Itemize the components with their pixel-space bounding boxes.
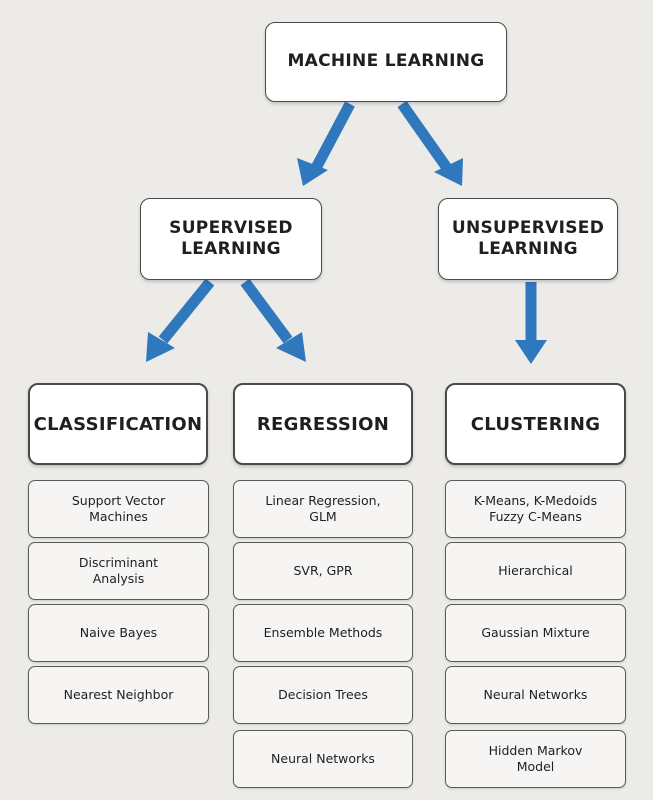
regression-item: Decision Trees [233,666,413,724]
clustering-item: Hierarchical [445,542,626,600]
unsupervised-learning-node: UNSUPERVISED LEARNING [438,198,618,280]
item-label: Hidden Markov Model [488,743,583,774]
classification-item: Support Vector Machines [28,480,209,538]
item-label: Ensemble Methods [263,625,383,641]
regression-item: Ensemble Methods [233,604,413,662]
machine-learning-label: MACHINE LEARNING [287,51,485,72]
regression-node: REGRESSION [233,383,413,465]
regression-label: REGRESSION [256,413,390,435]
arrowhead-supervised-to-regression [276,332,306,362]
arrowhead-root-to-unsupervised [434,158,463,186]
item-label: Decision Trees [278,687,368,703]
classification-node: CLASSIFICATION [28,383,208,465]
arrow-root-to-supervised [311,101,355,171]
clustering-node: CLUSTERING [445,383,626,465]
classification-item: Nearest Neighbor [28,666,209,724]
unsupervised-label-line2: LEARNING [478,239,578,259]
supervised-label-line1: SUPERVISED [169,217,293,238]
clustering-item: Gaussian Mixture [445,604,626,662]
item-label: Hierarchical [498,563,573,579]
arrow-supervised-to-classification [158,278,215,344]
arrow-root-to-unsupervised [397,100,452,172]
item-label: Linear Regression, GLM [265,493,381,524]
item-label: K-Means, K-Medoids Fuzzy C-Means [473,493,598,524]
item-label: Naive Bayes [79,625,158,641]
unsupervised-label-line1: UNSUPERVISED [451,217,605,238]
item-label: Nearest Neighbor [63,687,174,703]
machine-learning-node: MACHINE LEARNING [265,22,507,102]
arrowhead-unsupervised-to-clustering [515,340,547,364]
classification-label: CLASSIFICATION [33,413,203,435]
clustering-item: K-Means, K-Medoids Fuzzy C-Means [445,480,626,538]
item-label: Support Vector Machines [71,493,166,524]
supervised-learning-node: SUPERVISED LEARNING [140,198,322,280]
item-label: Gaussian Mixture [481,625,590,641]
item-label: Neural Networks [271,751,375,767]
arrowhead-root-to-supervised [297,158,328,186]
clustering-label: CLUSTERING [470,413,601,435]
item-label: SVR, GPR [293,563,353,579]
supervised-label-line2: LEARNING [181,239,281,259]
arrowhead-supervised-to-classification [146,332,175,362]
regression-item: Linear Regression, GLM [233,480,413,538]
item-label: Neural Networks [483,687,588,703]
classification-item: Naive Bayes [28,604,209,662]
clustering-item: Hidden Markov Model [445,730,626,788]
classification-item: Discriminant Analysis [28,542,209,600]
arrow-supervised-to-regression [240,278,293,344]
regression-item: SVR, GPR [233,542,413,600]
clustering-item: Neural Networks [445,666,626,724]
regression-item: Neural Networks [233,730,413,788]
item-label: Discriminant Analysis [78,555,159,586]
